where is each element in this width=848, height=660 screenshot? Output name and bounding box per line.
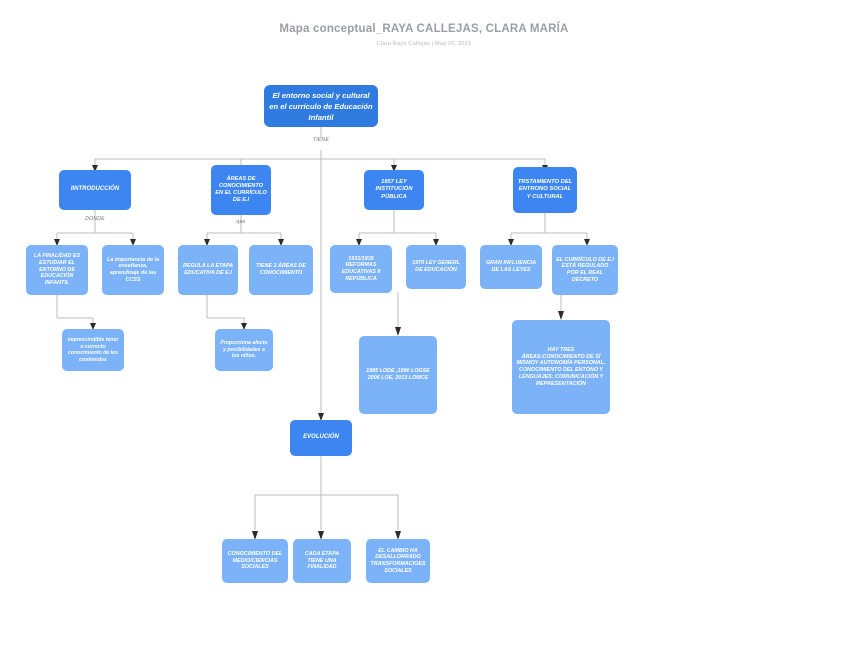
node-tratamiento-entorno[interactable]: TRSTAMIENTO DEL ENTRONO SOCIAL Y CULTURA… [513, 167, 577, 213]
node-root[interactable]: El entorno social y cultural en el currí… [264, 85, 378, 127]
node-evolucion-label: EVOLUCIÓN [303, 434, 339, 441]
node-cada-etapa[interactable]: CADA ETAPA TIENE UNA FINALIDAD [293, 539, 351, 583]
node-ley-1857[interactable]: 1857 LEY INSTITUCIÓN PÚBLICA [364, 170, 424, 210]
node-tres-areas-label: TIENE 3 ÁREAS DE CONOCIMIENTO [256, 263, 306, 276]
node-hay-tres-areas-label: HAY TRES ÁREAS:CONOCIMIENTO DE SÍ MISMOY… [516, 346, 606, 387]
node-conocimiento-medio[interactable]: CONOCIMIENTO DEL MEDIO/CIENCIAS SOCIALES [222, 539, 288, 583]
node-proporciona-afecto[interactable]: Proporciona afecto y posibilidades a los… [215, 329, 273, 371]
node-imprescindible-label: imprescindible tener u correcto conocimi… [67, 337, 119, 363]
node-finalidad-label: LA FINALIDAD ES ESTUDIAR EL ENTORNO DE E… [33, 253, 81, 287]
node-reformas-1931-label: 1931/1936 REFORMAS EDUCATIVAS II REPÚBLI… [341, 255, 381, 282]
page-title: Mapa conceptual_RAYA CALLEJAS, CLARA MAR… [279, 23, 569, 35]
arrow-to-lode [395, 327, 401, 336]
node-ley-1970[interactable]: 1970 LEY GENERL DE EDUCACIÓN [406, 245, 466, 289]
node-ley-1857-label: 1857 LEY INSTITUCIÓN PÚBLICA [375, 179, 413, 200]
node-el-cambio[interactable]: EL CAMBIO HA DESALLORRADO TRANSFORMACIOE… [366, 539, 430, 583]
node-leyes-lode-lomce[interactable]: 1985 LODE ,1990 LOGSE 2006 LOE, 2013 LOM… [359, 336, 437, 414]
node-tres-areas[interactable]: TIENE 3 ÁREAS DE CONOCIMIENTO [249, 245, 313, 295]
node-root-label: El entorno social y cultural en el currí… [269, 90, 373, 122]
edge-label-tiene: TIENE [312, 137, 330, 143]
node-conocimiento-medio-label: CONOCIMIENTO DEL MEDIO/CIENCIAS SOCIALES [227, 550, 283, 571]
node-hay-tres-areas[interactable]: HAY TRES ÁREAS:CONOCIMIENTO DE SÍ MISMOY… [512, 320, 610, 414]
author-date-subtitle: Clara Raya Callejas | May 20, 2021 [376, 41, 472, 47]
node-importancia[interactable]: La importancia de la enseñanza, aprendiz… [102, 245, 164, 295]
edge-label-que: que [236, 219, 246, 225]
node-tratamiento-entorno-label: TRSTAMIENTO DEL ENTRONO SOCIAL Y CULTURA… [517, 179, 573, 200]
node-regula-etapa-label: REGULA LA ETAPA EDUCATIVA DE E.I [182, 263, 233, 276]
document-header: Mapa conceptual_RAYA CALLEJAS, CLARA MAR… [0, 22, 848, 48]
node-leyes-lode-lomce-label: 1985 LODE ,1990 LOGSE 2006 LOE, 2013 LOM… [366, 368, 430, 381]
node-introduccion[interactable]: IINTRODUCCIÓN [59, 170, 131, 210]
node-evolucion[interactable]: EVOLUCIÓN [290, 420, 352, 456]
node-reformas-1931[interactable]: 1931/1936 REFORMAS EDUCATIVAS II REPÚBLI… [330, 245, 392, 293]
edge-label-donde: DONDE [85, 216, 105, 222]
node-finalidad[interactable]: LA FINALIDAD ES ESTUDIAR EL ENTORNO DE E… [26, 245, 88, 295]
node-areas-conocimiento-label: ÁREAS DE CONOCIMIENTO EN EL CURRÍCULO DE… [215, 176, 267, 203]
node-areas-conocimiento[interactable]: ÁREAS DE CONOCIMIENTO EN EL CURRÍCULO DE… [211, 165, 271, 215]
node-importancia-label: La importancia de la enseñanza, aprendiz… [106, 256, 160, 283]
node-gran-influencia-label: GRAN INFLUENCIA DE LAS LEYES [485, 260, 536, 273]
node-imprescindible[interactable]: imprescindible tener u correcto conocimi… [62, 329, 124, 371]
node-el-cambio-label: EL CAMBIO HA DESALLORRADO TRANSFORMACIOE… [370, 547, 426, 574]
arrow-to-hay-tres [558, 311, 564, 320]
node-gran-influencia[interactable]: GRAN INFLUENCIA DE LAS LEYES [480, 245, 542, 289]
node-regula-etapa[interactable]: REGULA LA ETAPA EDUCATIVA DE E.I [178, 245, 238, 295]
node-cada-etapa-label: CADA ETAPA TIENE UNA FINALIDAD [304, 550, 340, 571]
node-curriculo-real-decreto-label: EL CURRÍCULO DE E.I ESTÁ REGULADO POR EL… [556, 256, 614, 283]
node-introduccion-label: IINTRODUCCIÓN [70, 186, 120, 193]
node-ley-1970-label: 1970 LEY GENERL DE EDUCACIÓN [412, 260, 460, 273]
node-curriculo-real-decreto[interactable]: EL CURRÍCULO DE E.I ESTÁ REGULADO POR EL… [552, 245, 618, 295]
node-proporciona-afecto-label: Proporciona afecto y posibilidades a los… [220, 340, 268, 360]
